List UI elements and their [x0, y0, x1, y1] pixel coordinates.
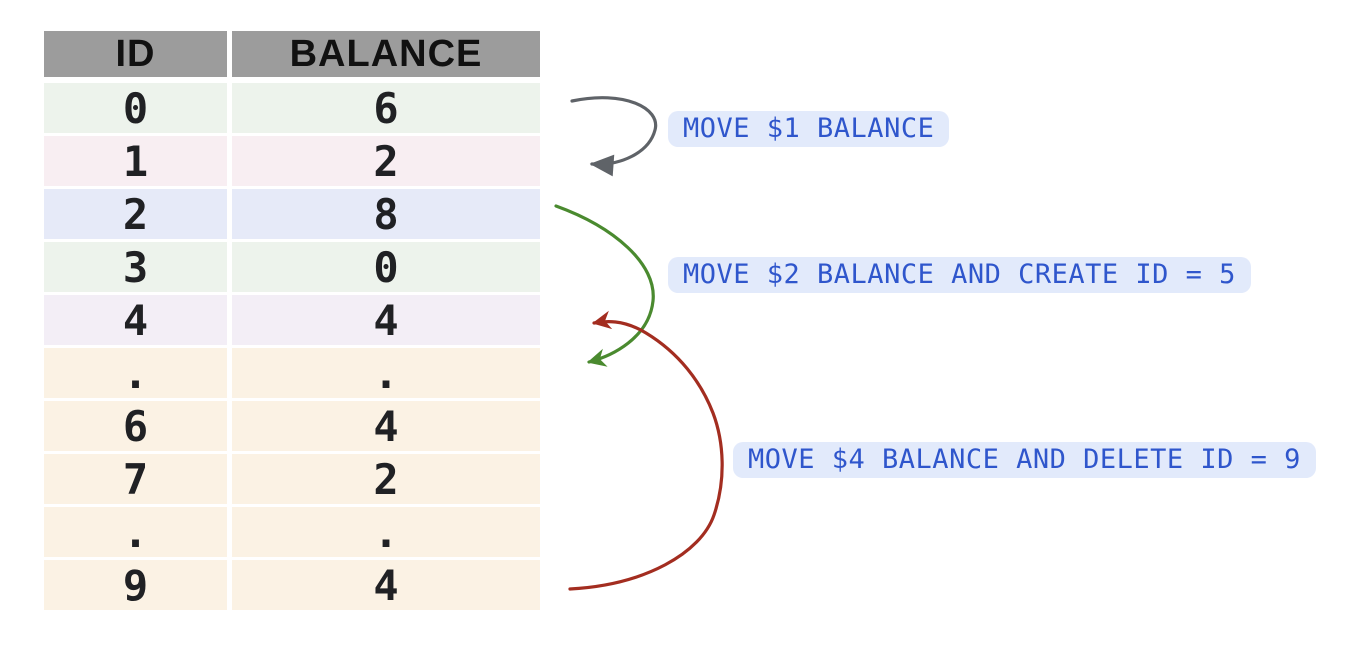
column-header-balance: BALANCE [232, 31, 540, 77]
table-cell-balance-row7: 2 [232, 454, 540, 504]
table-cell-balance-row6: 4 [232, 401, 540, 451]
table-cell-id-row1: 1 [44, 136, 227, 186]
table-cell-balance-row3: 0 [232, 242, 540, 292]
annotation-move-4-delete-9: MOVE $4 BALANCE AND DELETE ID = 9 [733, 442, 1316, 478]
table-cell-balance-row4: 4 [232, 295, 540, 345]
table-cell-id-row8: . [44, 507, 227, 557]
table-cell-id-row9: 9 [44, 560, 227, 610]
table-cell-balance-row5: . [232, 348, 540, 398]
column-header-id: ID [44, 31, 227, 77]
table-header-row: ID BALANCE [44, 31, 540, 77]
table-cell-balance-row0: 6 [232, 83, 540, 133]
table-cell-balance-row8: . [232, 507, 540, 557]
table-cell-id-row6: 6 [44, 401, 227, 451]
table-cell-balance-row9: 4 [232, 560, 540, 610]
table-cell-id-row2: 2 [44, 189, 227, 239]
move-1-arrow [570, 96, 658, 177]
table-cell-balance-row2: 8 [232, 189, 540, 239]
move-4-arrow [568, 310, 724, 591]
table-cell-id-row0: 0 [44, 83, 227, 133]
annotation-move-1-balance: MOVE $1 BALANCE [668, 111, 950, 147]
table-cell-id-row3: 3 [44, 242, 227, 292]
move-2-arrow [554, 204, 655, 367]
table-cell-id-row7: 7 [44, 454, 227, 504]
annotation-move-2-create-5: MOVE $2 BALANCE AND CREATE ID = 5 [668, 257, 1251, 293]
table-cell-id-row5: . [44, 348, 227, 398]
table-cell-balance-row1: 2 [232, 136, 540, 186]
table-cell-id-row4: 4 [44, 295, 227, 345]
